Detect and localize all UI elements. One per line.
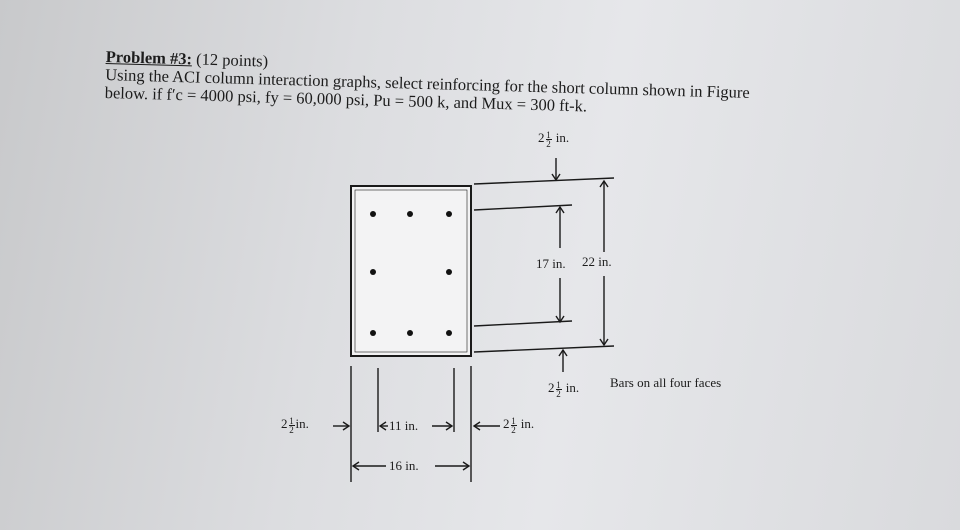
rebar-bar [370,330,376,336]
rebar-bar [370,269,376,275]
column-inner-border [354,189,468,353]
horizontal-dimension-lines [333,366,500,482]
dimension-11-label: 11 in. [389,418,419,433]
rebar-bar [446,269,452,275]
bars-note: Bars on all four faces [610,375,722,390]
rebar-bar [446,211,452,217]
rebar-bar [446,330,452,336]
rebar-bar [407,211,413,217]
vertical-dimension-lines [473,158,615,372]
rebar-bar [370,211,376,217]
dimension-16-label: 16 in. [389,458,419,473]
dimension-22-label: 22 in. [582,254,612,269]
rebar-bar [407,330,413,336]
dimension-17-label: 17 in. [536,256,566,271]
